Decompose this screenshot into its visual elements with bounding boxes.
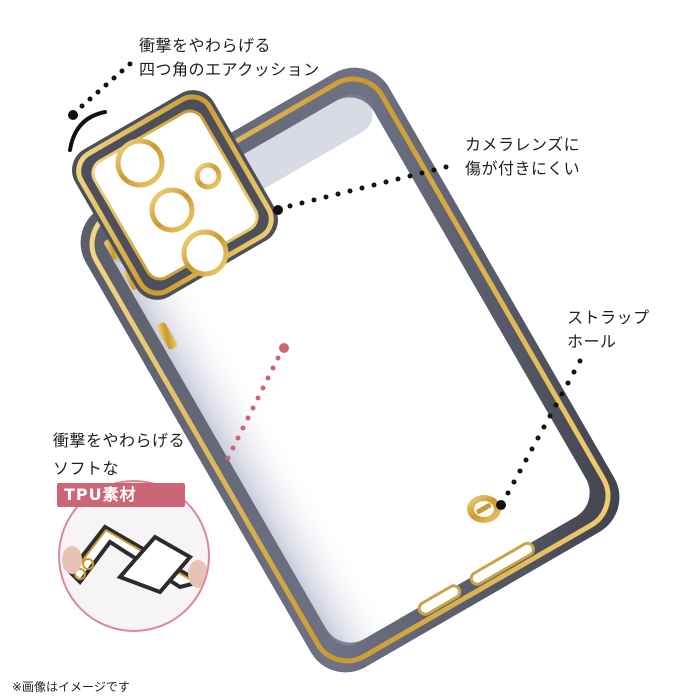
callout-tpu-material: 衝撃をやわらげる ソフトな TPU素材: [53, 427, 186, 507]
callout-corner-line1: 衝撃をやわらげる: [139, 36, 272, 55]
leader-strap: [496, 358, 583, 510]
callout-tpu-prefix: ソフトな: [53, 459, 120, 478]
leader-tpu: [225, 343, 289, 461]
callout-camera-lens: カメラレンズに 傷が付きにくい: [465, 133, 580, 181]
image-disclaimer: ※画像はイメージです: [12, 680, 130, 694]
corner-arc: [68, 110, 107, 152]
leader-lens: [273, 164, 449, 215]
camera-lens-rings: [115, 138, 229, 277]
callout-strap-hole: ストラップ ホール: [567, 306, 650, 354]
callout-strap-line2: ホール: [567, 332, 617, 351]
callout-tpu-line1: 衝撃をやわらげる: [53, 431, 186, 450]
callout-strap-line1: ストラップ: [567, 308, 650, 327]
leader-corner: [68, 61, 133, 120]
strap-hole-icon: [467, 495, 501, 523]
callout-tpu-line2: ソフトな TPU素材: [53, 455, 186, 507]
tpu-badge: TPU素材: [57, 483, 186, 507]
callout-lens-line2: 傷が付きにくい: [465, 159, 581, 178]
callout-lens-line1: カメラレンズに: [465, 135, 581, 154]
callout-corner-cushion: 衝撃をやわらげる 四つ角のエアクッション: [139, 34, 320, 82]
callout-corner-line2: 四つ角のエアクッション: [139, 60, 320, 79]
